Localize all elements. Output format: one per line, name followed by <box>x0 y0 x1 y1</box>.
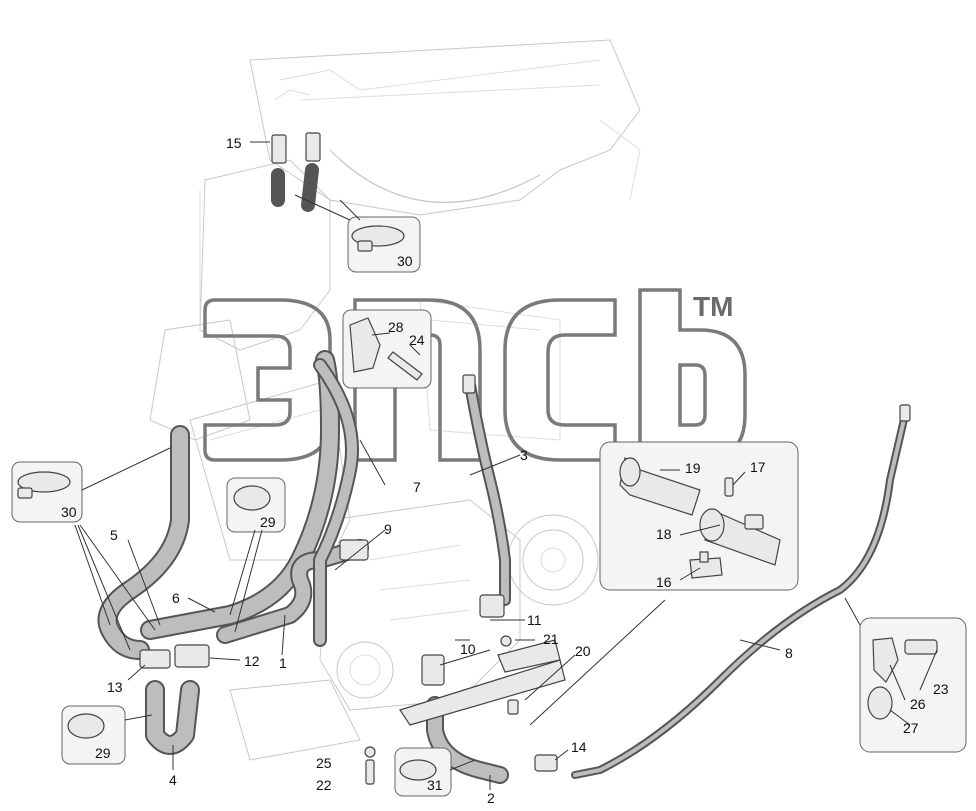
label-25: 25 <box>316 755 332 771</box>
label-30-left: 30 <box>61 504 77 520</box>
label-16: 16 <box>656 574 672 590</box>
label-13: 13 <box>107 679 123 695</box>
label-12: 12 <box>244 653 260 669</box>
label-8: 8 <box>785 645 793 661</box>
label-4: 4 <box>169 772 177 788</box>
label-21: 21 <box>543 631 559 647</box>
trademark-symbol: TM <box>693 291 733 322</box>
label-3: 3 <box>520 447 528 463</box>
label-22: 22 <box>316 777 332 793</box>
label-19: 19 <box>685 460 701 476</box>
label-5: 5 <box>110 527 118 543</box>
label-29-bottom: 29 <box>95 745 111 761</box>
hoses <box>97 163 909 784</box>
label-17: 17 <box>750 459 766 475</box>
label-18: 18 <box>656 526 672 542</box>
label-15: 15 <box>226 135 242 151</box>
leader-lines <box>74 141 938 790</box>
label-14: 14 <box>571 739 587 755</box>
label-1: 1 <box>279 655 287 671</box>
label-6: 6 <box>172 590 180 606</box>
callout-boxes <box>11 216 967 797</box>
label-30-top: 30 <box>397 253 413 269</box>
label-31: 31 <box>427 777 443 793</box>
label-23: 23 <box>933 681 949 697</box>
label-9: 9 <box>384 521 392 537</box>
label-28: 28 <box>388 319 404 335</box>
label-7: 7 <box>413 479 421 495</box>
part-number-labels: 1 2 3 4 5 6 7 8 9 10 11 12 13 14 15 16 1… <box>61 135 949 806</box>
label-20: 20 <box>575 643 591 659</box>
label-11: 11 <box>527 612 542 628</box>
label-10: 10 <box>460 641 476 657</box>
label-27: 27 <box>903 720 919 736</box>
label-24: 24 <box>409 332 425 348</box>
label-2: 2 <box>487 790 495 806</box>
label-26: 26 <box>910 696 926 712</box>
label-29-mid: 29 <box>260 514 276 530</box>
